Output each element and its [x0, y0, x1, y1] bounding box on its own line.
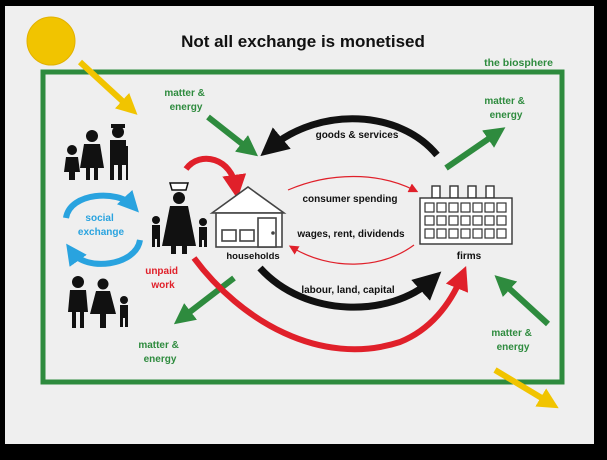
title: Not all exchange is monetised	[181, 32, 425, 51]
unpaid-work-arrow-to-firms	[191, 256, 469, 353]
factory-window	[460, 215, 471, 226]
factory-window	[496, 202, 507, 213]
biosphere-box	[40, 69, 565, 385]
matter-energy-label-top-right: matter & energy	[484, 96, 527, 121]
factory-window	[436, 215, 447, 226]
woman-carrying-icon	[152, 182, 207, 254]
factory-window	[424, 215, 435, 226]
wages-arrow	[288, 244, 415, 265]
factory-window	[424, 228, 435, 239]
matter-energy-arrow-top-right	[444, 127, 506, 171]
factory-window	[472, 228, 483, 239]
factory-window	[484, 215, 495, 226]
factory-window	[460, 228, 471, 239]
matter-energy-label-bottom-left: matter & energy	[138, 340, 181, 365]
factory-window	[436, 228, 447, 239]
factory-window	[472, 202, 483, 213]
matter-energy-arrow-top-left	[206, 114, 259, 157]
family-icon-bottom	[68, 276, 128, 328]
factory-window	[424, 202, 435, 213]
factory-window	[448, 202, 459, 213]
factory-window	[496, 228, 507, 239]
factory-window	[448, 228, 459, 239]
households-label: households	[226, 251, 279, 262]
factory-windows	[424, 202, 507, 239]
matter-energy-label-bottom-right: matter & energy	[491, 328, 534, 353]
biosphere-label: the biosphere	[484, 57, 553, 69]
consumer-spending-label: consumer spending	[302, 194, 397, 205]
social-exchange-arrow-top	[63, 189, 139, 219]
firms-label: firms	[457, 251, 482, 262]
sun-icon	[26, 16, 76, 66]
factory-window	[472, 215, 483, 226]
unpaid-work-arrow-to-households	[183, 155, 247, 199]
factory-window	[436, 202, 447, 213]
consumer-spending-arrow	[287, 175, 419, 193]
labour-arrow	[257, 265, 442, 311]
unpaid-work-label: unpaid work	[145, 266, 181, 291]
matter-energy-label-top-left: matter & energy	[164, 88, 207, 113]
factory-window	[460, 202, 471, 213]
wages-label: wages, rent, dividends	[296, 229, 405, 240]
social-exchange-label: social exchange	[78, 213, 125, 238]
matter-energy-arrow-bottom-left	[173, 275, 236, 325]
incoming-energy-arrow	[77, 59, 138, 115]
goods-services-arrow	[260, 115, 440, 158]
goods-services-label: goods & services	[316, 130, 399, 141]
outgoing-energy-arrow	[493, 367, 559, 409]
social-exchange-arrow-bottom	[66, 239, 143, 267]
factory-window	[496, 215, 507, 226]
matter-energy-arrow-bottom-right	[494, 275, 551, 327]
family-icon	[64, 124, 128, 180]
factory-window	[484, 202, 495, 213]
factory-window	[484, 228, 495, 239]
house-icon	[209, 186, 287, 248]
factory-window	[448, 215, 459, 226]
labour-label: labour, land, capital	[301, 285, 395, 296]
